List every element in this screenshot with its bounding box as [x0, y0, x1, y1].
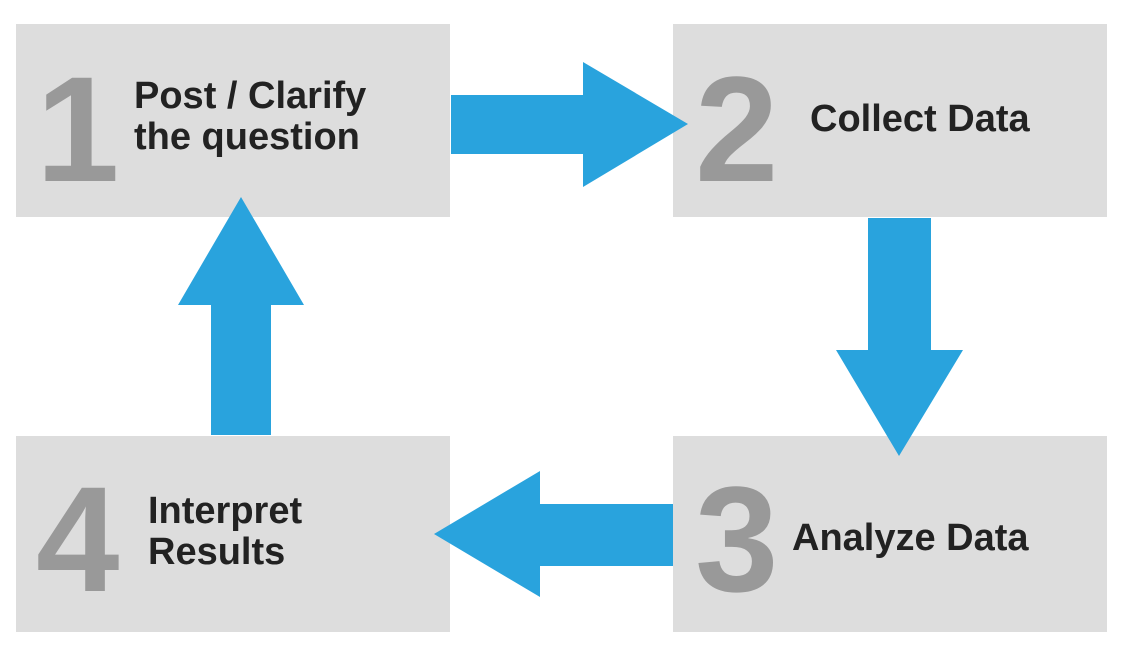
step-label-4: Interpret Results — [148, 490, 303, 574]
arrow-left-icon — [434, 471, 673, 597]
step-number-2: 2 — [695, 45, 779, 213]
step-label-1-line-1: Post / Clarify — [134, 75, 367, 117]
step-number-3: 3 — [695, 455, 779, 623]
step-label-4-line-2: Results — [148, 531, 286, 574]
step-label-1: Post / Clarify the question — [134, 75, 367, 159]
step-label-1-line-2: the question — [134, 116, 360, 159]
step-box-4: 4 Interpret Results — [16, 436, 450, 632]
step-box-1: 1 Post / Clarify the question — [16, 24, 450, 217]
arrow-down-icon — [836, 218, 963, 456]
step-label-3: Analyze Data — [792, 517, 1029, 559]
step-box-3: 3 Analyze Data — [673, 436, 1107, 632]
step-box-2: 2 Collect Data — [673, 24, 1107, 217]
step-number-4: 4 — [36, 455, 120, 623]
step-label-2-line-1: Collect Data — [810, 98, 1030, 140]
step-label-3-line-1: Analyze Data — [792, 517, 1029, 559]
arrow-up-icon — [178, 197, 304, 435]
arrow-right-icon — [451, 62, 688, 187]
step-number-1: 1 — [36, 45, 120, 213]
step-label-2: Collect Data — [810, 98, 1030, 140]
step-label-4-line-1: Interpret — [148, 490, 303, 532]
